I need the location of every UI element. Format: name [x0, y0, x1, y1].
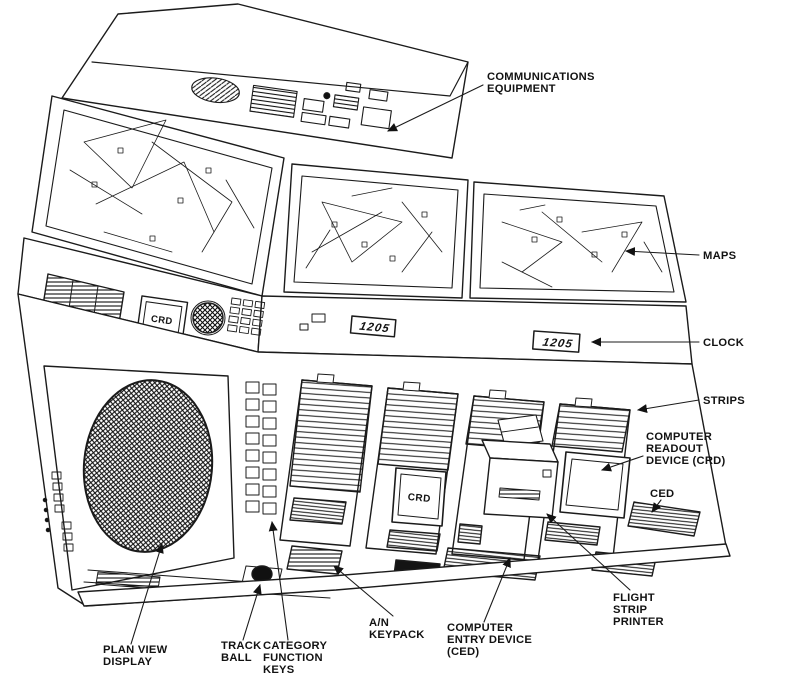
- callout-maps: MAPS: [625, 246, 737, 262]
- clock-display-upper: 1205: [349, 315, 397, 338]
- svg-text:TRACK: TRACK: [221, 640, 261, 652]
- leader-an-keypack: [333, 565, 394, 617]
- bay-keyboard: [544, 521, 601, 546]
- svg-text:CED: CED: [650, 488, 674, 500]
- ced-device: [627, 501, 701, 537]
- svg-text:(CED): (CED): [447, 646, 479, 658]
- control-knob: [192, 302, 224, 334]
- callout-strips: STRIPS: [637, 395, 745, 413]
- callout-communications-equipment: COMMUNICATIONS EQUIPMENT: [387, 71, 595, 132]
- svg-text:PRINTER: PRINTER: [613, 616, 664, 628]
- printer-paper: [497, 414, 544, 447]
- svg-text:STRIP: STRIP: [613, 604, 647, 616]
- svg-text:BALL: BALL: [221, 652, 252, 664]
- indicator-dot: [323, 92, 331, 100]
- clock-upper-time: 1205: [358, 321, 391, 335]
- callout-ced: CED: [650, 488, 674, 513]
- leader-communications-equipment: [387, 84, 484, 132]
- leader-strips: [637, 399, 700, 413]
- map-lines: [69, 119, 255, 253]
- bottom-shelf-edge: [77, 543, 731, 607]
- an-keypack-device: [286, 545, 343, 575]
- svg-text:EQUIPMENT: EQUIPMENT: [487, 83, 556, 95]
- clock-lower-time: 1205: [541, 337, 574, 351]
- callout-track-ball: TRACK BALL: [221, 584, 262, 664]
- callout-flight-strip-printer: FLIGHT STRIP PRINTER: [546, 513, 664, 628]
- map-panel-right: [469, 181, 687, 303]
- svg-text:STRIPS: STRIPS: [703, 395, 745, 407]
- speaker-grille-oval: [191, 77, 240, 104]
- svg-text:FLIGHT: FLIGHT: [613, 592, 655, 604]
- svg-text:COMPUTER: COMPUTER: [646, 431, 712, 443]
- upper-console-band: CRD 1205: [17, 237, 693, 365]
- svg-text:READOUT: READOUT: [646, 443, 703, 455]
- callout-computer-entry-device: COMPUTER ENTRY DEVICE (CED): [447, 557, 532, 658]
- leader-computer-entry-device: [483, 557, 511, 623]
- flight-strip-printer-unit: [481, 414, 559, 519]
- svg-text:DISPLAY: DISPLAY: [103, 656, 152, 668]
- bay-keyboard: [457, 523, 483, 545]
- map-lines: [501, 204, 663, 288]
- map-panel-middle: [283, 163, 469, 299]
- strip-bay-4: [537, 397, 631, 567]
- leader-flight-strip-printer: [546, 513, 631, 591]
- leader-maps: [625, 246, 700, 256]
- callout-category-function-keys: CATEGORY FUNCTION KEYS: [263, 521, 327, 676]
- svg-text:KEYPACK: KEYPACK: [369, 629, 425, 641]
- crd-mini-label: CRD: [150, 314, 173, 328]
- strip-bay-2: CRD: [365, 381, 459, 555]
- svg-text:COMPUTER: COMPUTER: [447, 622, 513, 634]
- map-lines: [305, 187, 443, 273]
- strip-bay-1: [279, 373, 373, 547]
- leader-computer-readout-device: [601, 455, 644, 472]
- svg-text:ENTRY DEVICE: ENTRY DEVICE: [447, 634, 532, 646]
- crd-screen-right: [559, 451, 631, 519]
- band-switches: [299, 313, 326, 331]
- svg-text:CATEGORY: CATEGORY: [263, 640, 327, 652]
- bay-keyboard: [386, 529, 441, 552]
- svg-text:KEYS: KEYS: [263, 664, 295, 676]
- callout-computer-readout-device: COMPUTER READOUT DEVICE (CRD): [601, 431, 725, 472]
- svg-text:DEVICE (CRD): DEVICE (CRD): [646, 455, 725, 467]
- svg-text:FUNCTION: FUNCTION: [263, 652, 323, 664]
- communications-equipment: [191, 77, 392, 130]
- clock-display-lower: 1205: [531, 330, 581, 353]
- plan-view-display-unit: [42, 365, 235, 591]
- pvd-screen: [82, 379, 214, 553]
- callouts: COMMUNICATIONS EQUIPMENT MAPS CLOCK STRI…: [103, 71, 745, 676]
- svg-text:PLAN VIEW: PLAN VIEW: [103, 644, 168, 656]
- callout-an-keypack: A/N KEYPACK: [333, 565, 425, 641]
- category-function-keys-panel: [245, 381, 277, 515]
- writing-shelf: [83, 569, 333, 599]
- svg-text:MAPS: MAPS: [703, 250, 737, 262]
- svg-text:COMMUNICATIONS: COMMUNICATIONS: [487, 71, 595, 83]
- svg-text:CLOCK: CLOCK: [703, 337, 744, 349]
- bay-keyboard: [289, 497, 347, 525]
- svg-text:A/N: A/N: [369, 617, 389, 629]
- console-canopy: [61, 3, 469, 159]
- leader-category-function-keys: [268, 521, 289, 641]
- callout-plan-view-display: PLAN VIEW DISPLAY: [103, 543, 168, 668]
- leader-track-ball: [242, 584, 262, 641]
- leader-plan-view-display: [130, 543, 164, 645]
- side-button-panels: [42, 471, 74, 552]
- leader-ced: [651, 499, 662, 513]
- callout-clock: CLOCK: [591, 337, 744, 349]
- crd-screen-bay: CRD: [391, 467, 447, 527]
- crd-bay-label: CRD: [407, 492, 431, 505]
